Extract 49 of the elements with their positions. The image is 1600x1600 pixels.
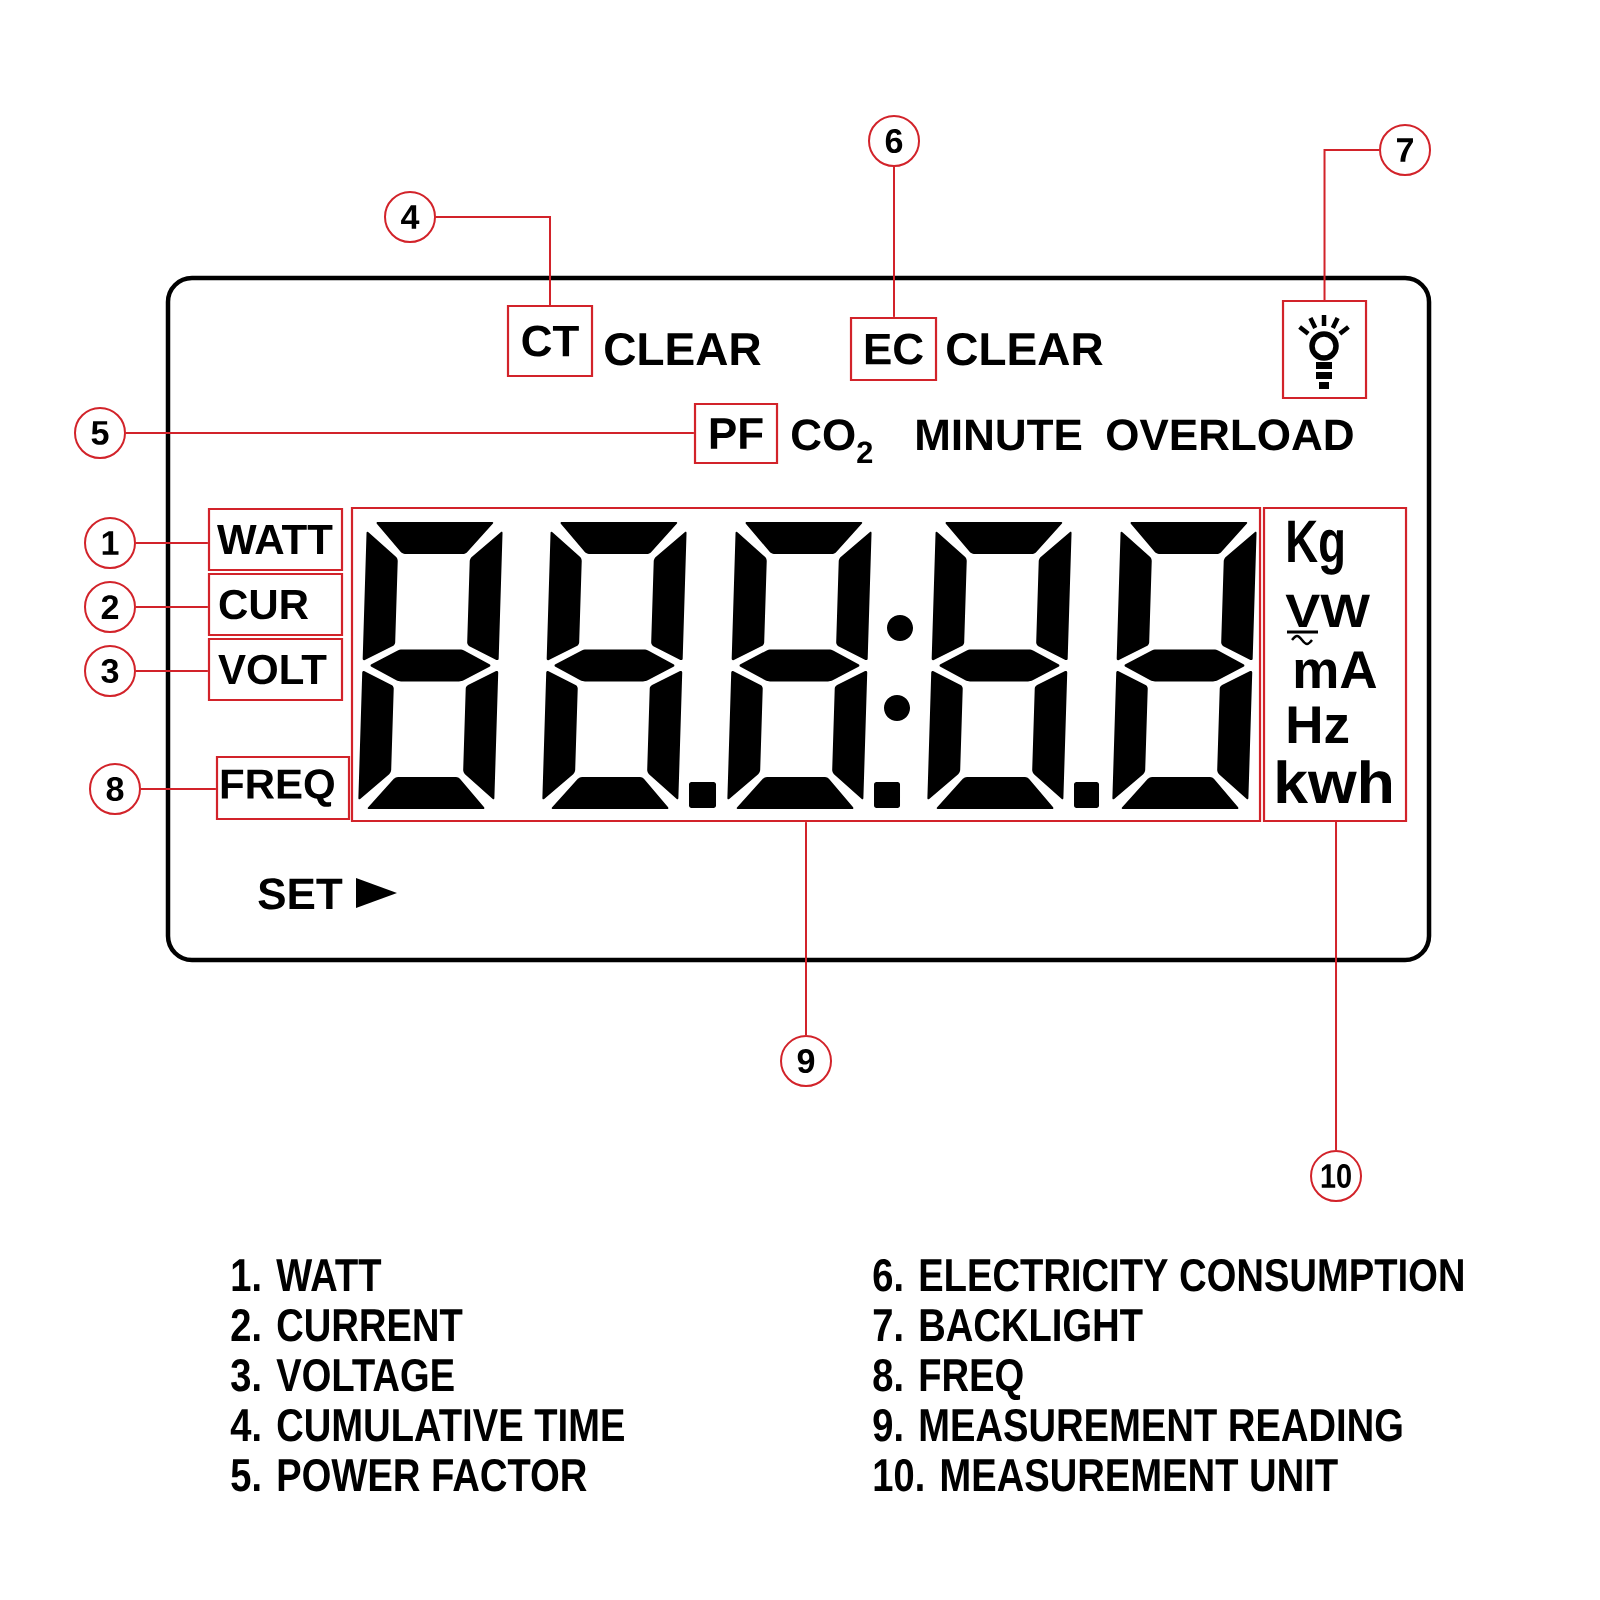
unit-label: mA: [1295, 651, 1377, 688]
indicator-label: CO$_{2}$: [792, 419, 873, 463]
key-entry: 8. FREQ: [873, 1358, 1023, 1401]
unit-label: VW: [1285, 594, 1370, 627]
key-entry: 9. MEASUREMENT READING: [873, 1408, 1402, 1442]
leader-line: [805, 821, 807, 1036]
leader-line: [135, 542, 209, 544]
callout-number: 4: [384, 191, 436, 243]
leader-line: [135, 670, 209, 672]
key-entry: 10. MEASUREMENT UNIT: [874, 1458, 1338, 1492]
leader-line: [1323, 149, 1380, 301]
callout-number: 6: [868, 115, 920, 167]
leader-line: [140, 788, 217, 790]
leader-line: [435, 216, 551, 306]
highlight-box: CT: [506, 304, 594, 378]
callout-number: 2: [84, 581, 136, 633]
callout-number: 9: [780, 1035, 832, 1087]
unit-label: Kg: [1288, 520, 1343, 575]
highlight-box: CUR: [207, 572, 344, 637]
highlight-box: FREQ: [215, 755, 351, 821]
key-entry: 2. CURRENT: [231, 1308, 463, 1342]
key-entry: 7. BACKLIGHT: [873, 1308, 1143, 1342]
highlight-box: VOLT: [207, 637, 344, 702]
leader-line: [135, 606, 209, 608]
indicator-label: MINUTE: [917, 419, 1082, 451]
indicator-label: OVERLOAD: [1107, 419, 1353, 451]
callout-number: 5: [74, 407, 126, 459]
indicator-label: SET: [258, 878, 343, 910]
key-entry: 1. WATT: [232, 1259, 382, 1291]
highlight-box: EC: [849, 316, 938, 382]
highlight-box: [1281, 299, 1368, 400]
callout-number: 7: [1379, 124, 1431, 176]
indicator-label: CLEAR: [605, 332, 761, 366]
callout-number: 10: [1310, 1150, 1362, 1202]
key-entry: 3. VOLTAGE: [231, 1358, 454, 1392]
leader-line: [125, 432, 695, 434]
highlight-box: PF: [693, 402, 779, 465]
unit-label: Hz: [1288, 706, 1349, 743]
key-entry: 4. CUMULATIVE TIME: [230, 1408, 624, 1442]
unit-label: kwh: [1277, 760, 1391, 803]
callout-number: 3: [84, 645, 136, 697]
leader-line: [1335, 821, 1337, 1151]
callout-number: 1: [84, 517, 136, 569]
leader-line: [893, 166, 895, 318]
key-entry: 6. ELECTRICITY CONSUMPTION: [873, 1258, 1463, 1292]
indicator-label: CLEAR: [947, 332, 1103, 366]
highlight-box: WATT: [207, 507, 344, 572]
key-entry: 5. POWER FACTOR: [231, 1458, 587, 1492]
callout-number: 8: [89, 763, 141, 815]
